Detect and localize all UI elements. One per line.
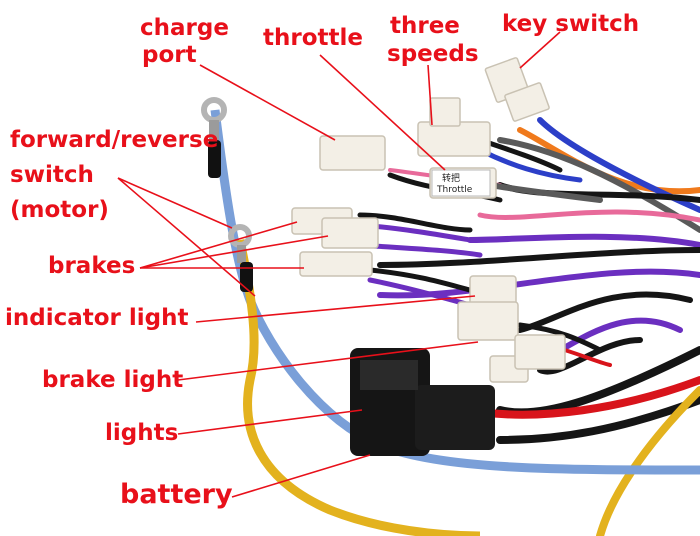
lights-label: lights <box>105 420 179 446</box>
brake-light-label: brake light <box>42 367 184 393</box>
ring-terminal-blue <box>201 97 227 178</box>
forward-reverse-label-line3: (motor) <box>10 197 109 223</box>
three-speeds-label-line1: three <box>390 13 460 39</box>
charge-port-label-line2: port <box>142 42 197 68</box>
charge-port-label: charge port <box>140 15 229 69</box>
wire-bundle <box>357 117 700 536</box>
charge-port-label-line1: charge <box>140 15 229 41</box>
indicator-light-label: indicator light <box>5 305 189 331</box>
three-speeds-label: three speeds <box>387 12 479 68</box>
battery-connector <box>350 348 495 456</box>
brakes-label: brakes <box>48 253 136 279</box>
forward-reverse-label: forward/reverse switch (motor) <box>10 123 218 228</box>
label-arrows <box>117 31 561 498</box>
yellow-wire <box>235 239 481 536</box>
key-switch-label: key switch <box>502 11 640 37</box>
forward-reverse-label-line2: switch <box>10 162 94 188</box>
throttle-tag-en: Throttle <box>436 185 473 195</box>
battery-label: battery <box>120 479 233 510</box>
forward-reverse-label-line1: forward/reverse <box>10 127 219 153</box>
throttle-tag-cn: 转把 <box>442 172 460 184</box>
three-speeds-label-line2: speeds <box>387 41 479 67</box>
throttle-tag: 转把 Throttle <box>431 169 491 197</box>
throttle-label: throttle <box>263 25 363 51</box>
